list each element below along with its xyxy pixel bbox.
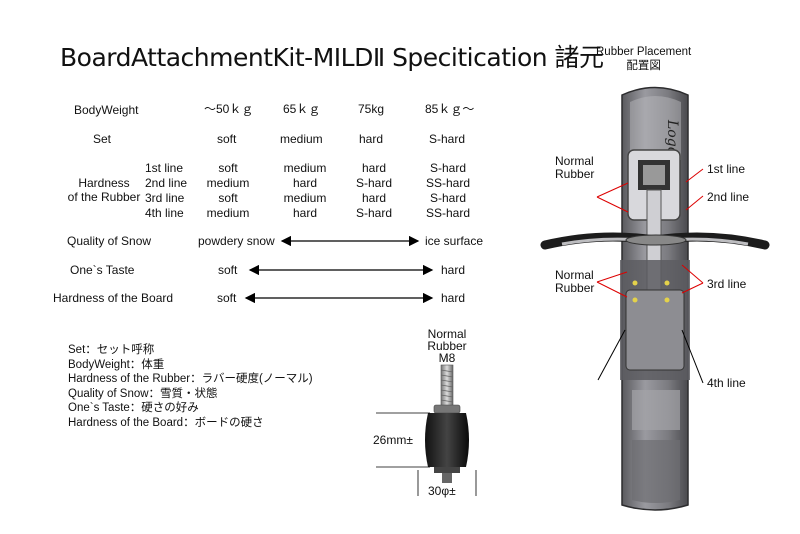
line-name-1: 1st line	[145, 161, 184, 175]
hardness-cell: hard	[361, 191, 387, 205]
set-value-2: medium	[280, 132, 323, 146]
set-value-4: S-hard	[429, 132, 466, 146]
weight-1: ～50ｋｇ	[204, 102, 254, 116]
line-name-4: 4th line	[145, 206, 184, 220]
page-title: BoardAttachmentKit-MILDⅡ Specitication 諸…	[60, 43, 604, 72]
glossary-item: Set：セット呼称	[68, 344, 155, 356]
board-logo-text: Logo	[664, 119, 680, 155]
hardness-cell: SS-hard	[425, 206, 471, 220]
board-illustration: Logo	[540, 86, 770, 511]
weight-3: 75kg	[358, 102, 385, 116]
hardness-label: Hardness of the Rubber	[56, 176, 152, 204]
line-name-2: 2nd line	[145, 176, 188, 190]
board-left: soft	[217, 291, 237, 305]
hardness-column-2: medium hard medium hard	[275, 161, 335, 221]
normal-rubber-line: Normal	[555, 268, 594, 282]
weight-2: 65ｋｇ	[283, 102, 321, 116]
line-label-4th: 4th line	[707, 376, 746, 390]
set-value-1: soft	[217, 132, 237, 146]
line-label-2nd: 2nd line	[707, 190, 750, 204]
quality-label: Quality of Snow	[67, 234, 152, 248]
quality-right: ice surface	[425, 234, 484, 248]
board-label: Hardness of the Board	[53, 291, 174, 305]
weight-4: 85ｋｇ～	[425, 102, 475, 116]
rubber-height: 26mm±	[373, 433, 413, 447]
rubber-illustration	[376, 356, 477, 496]
normal-rubber-label-top: Normal Rubber	[555, 155, 594, 181]
line-label-3rd: 3rd line	[707, 277, 747, 291]
taste-label: One`s Taste	[70, 263, 135, 277]
hardness-cell: soft	[218, 191, 238, 205]
normal-rubber-line: Rubber	[555, 281, 595, 295]
hardness-cell: hard	[292, 176, 318, 190]
hardness-column-1: soft medium soft medium	[198, 161, 258, 221]
hardness-cell: S-hard	[355, 206, 393, 220]
rubber-caption: Normal Rubber M8	[420, 328, 474, 364]
set-label: Set	[93, 132, 112, 146]
bodyweight-label: BodyWeight	[74, 103, 139, 117]
taste-left: soft	[218, 263, 238, 277]
normal-rubber-line: Rubber	[555, 167, 595, 181]
hardness-column-3: hard S-hard hard S-hard	[344, 161, 404, 221]
set-value-3: hard	[359, 132, 384, 146]
placement-title: Rubber Placement 配置図	[596, 45, 691, 73]
quality-left: powdery snow	[198, 234, 275, 248]
glossary-item: Hardness of the Rubber：ラバー硬度(ノーマル)	[68, 373, 313, 385]
hardness-cell: SS-hard	[425, 176, 471, 190]
board-right: hard	[441, 291, 466, 305]
hardness-cell: medium	[283, 161, 327, 175]
glossary-item: One`s Taste：硬さの好み	[68, 402, 199, 414]
glossary: Set：セット呼称 BodyWeight：体重 Hardness of the …	[68, 343, 313, 430]
hardness-cell: soft	[218, 161, 238, 175]
rubber-caption-line: Normal	[427, 327, 467, 341]
line-names: 1st line 2nd line 3rd line 4th line	[145, 161, 187, 221]
hardness-cell: medium	[283, 191, 327, 205]
rubber-caption-line: Rubber	[427, 339, 467, 353]
callout-lines	[596, 168, 704, 384]
hardness-cell: hard	[292, 206, 318, 220]
hardness-cell: S-hard	[429, 161, 467, 175]
hardness-column-4: S-hard SS-hard S-hard SS-hard	[416, 161, 480, 221]
glossary-item: Hardness of the Board：ボードの硬さ	[68, 416, 264, 429]
normal-rubber-label-mid: Normal Rubber	[555, 269, 594, 295]
hardness-label-line-1: Hardness	[78, 176, 130, 190]
glossary-item: BodyWeight：体重	[68, 358, 165, 371]
hardness-cell: medium	[206, 176, 250, 190]
hardness-cell: hard	[361, 161, 387, 175]
glossary-item: Quality of Snow：雪質・状態	[68, 387, 218, 400]
hardness-cell: S-hard	[429, 191, 467, 205]
line-label-1st: 1st line	[707, 162, 746, 176]
hardness-label-line-2: of the Rubber	[67, 190, 141, 204]
rubber-diameter: 30φ±	[428, 484, 456, 498]
normal-rubber-line: Normal	[555, 154, 594, 168]
hardness-cell: S-hard	[355, 176, 393, 190]
hardness-cell: medium	[206, 206, 250, 220]
placement-title-line: Rubber Placement	[596, 46, 692, 58]
placement-title-line: 配置図	[626, 60, 661, 72]
line-name-3: 3rd line	[145, 191, 185, 205]
taste-right: hard	[441, 263, 466, 277]
